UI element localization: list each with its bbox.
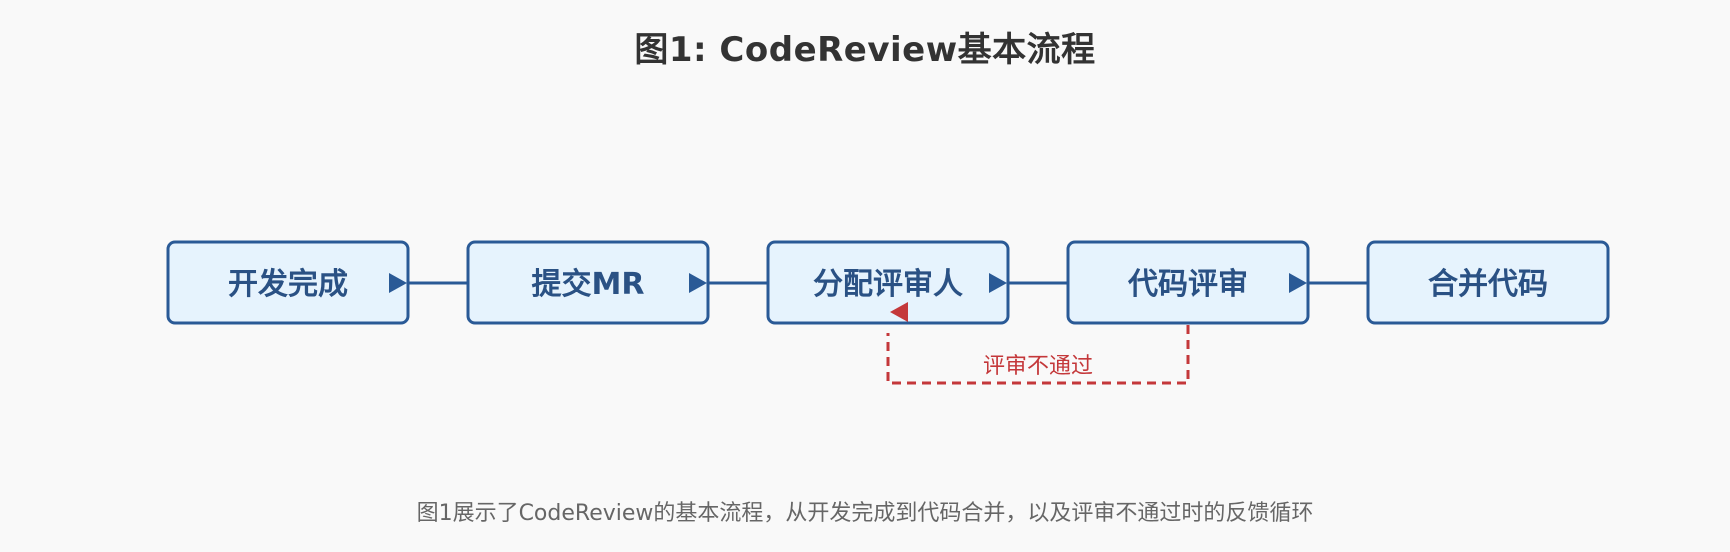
flow-step-box <box>766 240 1010 325</box>
flow-step-label: 分配评审人 <box>813 267 963 302</box>
flow-step-merge-code: 合并代码 <box>1366 240 1610 325</box>
flow-step-box <box>166 240 410 325</box>
feedback-loop-line <box>886 325 1190 385</box>
figure-caption: 图1展示了CodeReview的基本流程，从开发完成到代码合并，以及评审不通过时… <box>416 501 1314 526</box>
flow-step-label: 代码评审 <box>1127 267 1248 302</box>
flow-step-label: 开发完成 <box>228 267 348 302</box>
arrow-right-icon <box>389 273 407 293</box>
flow-step-assign-reviewer: 分配评审人 <box>766 240 1010 325</box>
flow-step-develop-complete: 开发完成 <box>166 240 410 325</box>
figure-title: 图1: CodeReview基本流程 <box>634 30 1096 70</box>
flow-step-box <box>466 240 710 325</box>
arrow-right-icon <box>1289 273 1307 293</box>
flow-step-box <box>1366 240 1610 325</box>
arrow-right-icon <box>689 273 707 293</box>
flow-step-box <box>1066 240 1310 325</box>
flow-step-label: 合并代码 <box>1428 267 1548 302</box>
flow-step-label: 提交MR <box>532 267 645 302</box>
feedback-label: 评审不通过 <box>983 354 1093 379</box>
arrow-left-icon <box>890 302 908 322</box>
flow-step-submit-mr: 提交MR <box>466 240 710 325</box>
flow-step-code-review: 代码评审 <box>1066 240 1310 325</box>
arrow-right-icon <box>989 273 1007 293</box>
